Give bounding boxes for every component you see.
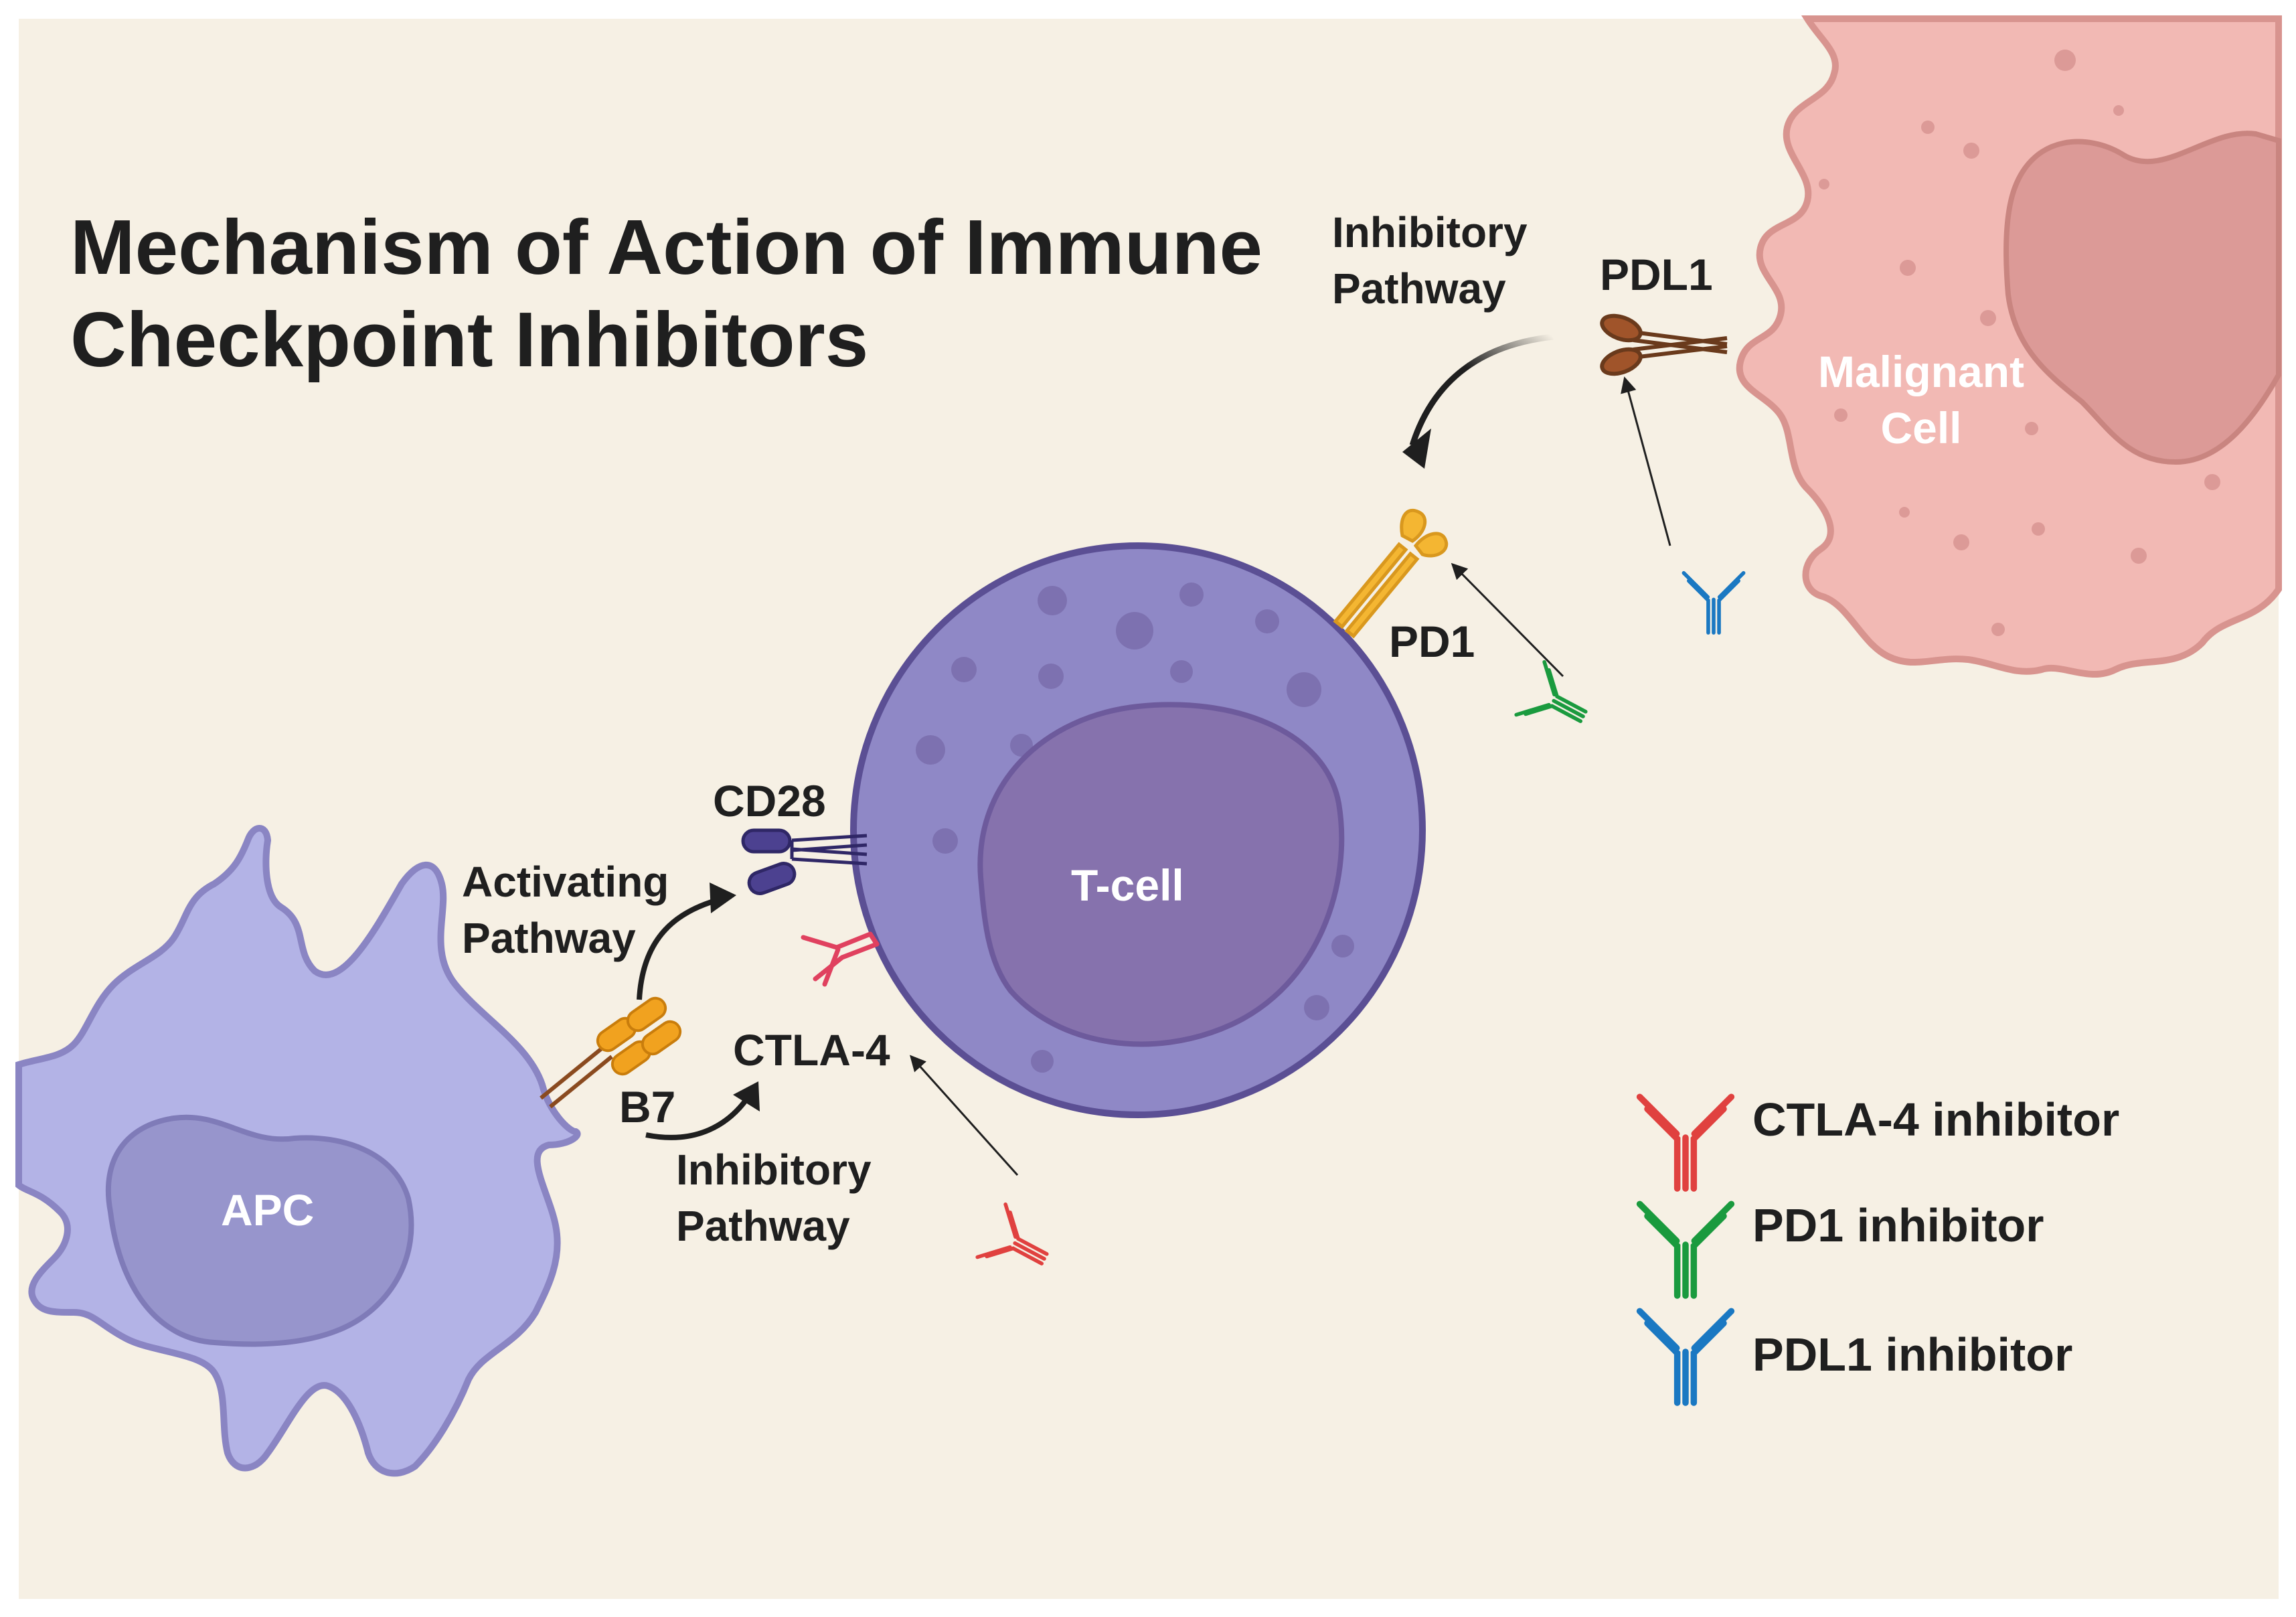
legend-item-pd1-inhibitor: PD1 inhibitor bbox=[1752, 1199, 2044, 1251]
cd28-receptor bbox=[741, 828, 868, 895]
title-line-1: Mechanism of Action of Immune bbox=[70, 204, 1262, 291]
inhibitory-pathway-arrow-top bbox=[1409, 333, 1554, 447]
pdl1-label: PDL1 bbox=[1600, 250, 1713, 299]
pd1-receptor bbox=[1333, 509, 1449, 639]
activating-pathway-label: Activating Pathway bbox=[462, 858, 669, 962]
ctla4-label: CTLA-4 bbox=[733, 1025, 890, 1075]
title-line-2: Checkpoint Inhibitors bbox=[70, 296, 869, 383]
b7-label: B7 bbox=[619, 1082, 676, 1132]
legend-item-pdl1-inhibitor: PDL1 inhibitor bbox=[1752, 1328, 2073, 1381]
apc-label: APC bbox=[221, 1185, 315, 1235]
pd1-label: PD1 bbox=[1389, 617, 1475, 666]
apc-cell bbox=[15, 825, 581, 1477]
inhibitory-pathway-arrow-top-head bbox=[1402, 429, 1431, 469]
ctla4-receptor bbox=[801, 931, 880, 987]
activating-pathway-arrow-head bbox=[710, 882, 736, 913]
apc-cell-nucleus bbox=[105, 1114, 414, 1347]
t-cell-label: T-cell bbox=[1071, 860, 1184, 910]
activating-pathway-arrow bbox=[637, 896, 724, 1000]
pd1-inhibitor-binding-arrow bbox=[1451, 562, 1564, 678]
malignant-cell-label: Malignant Cell bbox=[1818, 347, 2024, 453]
ctla4-inhibitor-binding-arrow bbox=[909, 1055, 1019, 1176]
page-title: Mechanism of Action of Immune Checkpoint… bbox=[70, 201, 1262, 386]
malignant-cell-granules bbox=[1819, 50, 2220, 636]
pdl1-inhibitor-binding-arrow bbox=[1621, 376, 1671, 546]
inhibitory-pathway-label-bottom: Inhibitory Pathway bbox=[676, 1146, 872, 1250]
t-cell-nucleus bbox=[977, 702, 1345, 1047]
inhibitory-pathway-label-top: Inhibitory Pathway bbox=[1332, 208, 1528, 313]
inhibitory-pathway-arrow-bottom-head bbox=[733, 1081, 760, 1111]
malignant-cell-nucleus bbox=[2003, 131, 2281, 465]
t-cell bbox=[850, 542, 1426, 1118]
pdl1-ligand bbox=[1600, 313, 1728, 376]
legend-item-ctla4-inhibitor: CTLA-4 inhibitor bbox=[1752, 1093, 2120, 1146]
inhibitory-pathway-arrow-bottom bbox=[645, 1093, 752, 1140]
cd28-label: CD28 bbox=[713, 776, 826, 826]
b7-ligand bbox=[540, 996, 682, 1109]
malignant-cell bbox=[1736, 15, 2282, 678]
t-cell-granules bbox=[916, 583, 1354, 1073]
